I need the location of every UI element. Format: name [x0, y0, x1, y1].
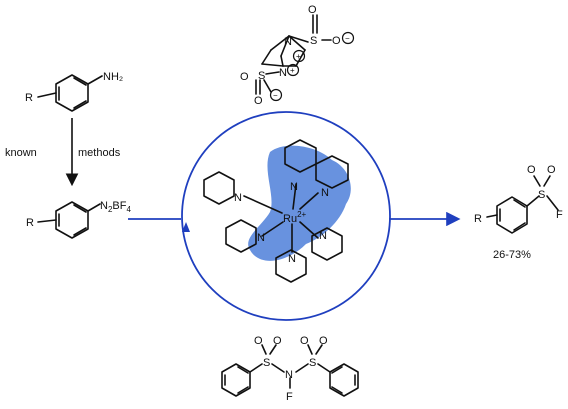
- nfsi-o-2: O: [273, 335, 282, 347]
- product-f-label: F: [556, 209, 563, 221]
- ru-n-lower-left: N: [257, 232, 265, 244]
- product-o-left: O: [527, 164, 536, 176]
- ru-n-lower-right: N: [319, 230, 327, 242]
- step-label-known: known: [5, 147, 37, 159]
- nfsi-o-1: O: [254, 335, 263, 347]
- product-r-label: R: [474, 213, 482, 225]
- aniline-structure: NH₂ R: [25, 71, 123, 112]
- nfsi-reagent: S O O N F S O O: [221, 335, 359, 403]
- sulfonated-dabco-reagent: O S O − N + N + S O O −: [240, 4, 355, 107]
- nfsi-s-left: S: [263, 357, 270, 369]
- aryldiazonium-structure: R N2BF4: [26, 200, 131, 239]
- reagent-top-plus: +: [296, 52, 301, 61]
- ru-n-bottom: N: [288, 253, 296, 265]
- nfsi-s-right: S: [309, 357, 316, 369]
- aniline-nh2-label: NH₂: [103, 71, 123, 83]
- nfsi-o-3: O: [300, 335, 309, 347]
- nfsi-f: F: [286, 391, 293, 403]
- yield-label: 26-73%: [493, 249, 531, 261]
- reagent-bottom-o2: O: [254, 95, 263, 107]
- reagent-top-n: N: [284, 36, 292, 48]
- ru-center-label: Ru2+: [283, 210, 307, 225]
- reagent-bottom-plus: +: [290, 66, 295, 75]
- reagent-top-minus: −: [345, 34, 350, 43]
- catalytic-cycle-circle: [181, 111, 391, 321]
- reagent-top-o2: O: [332, 35, 341, 47]
- nfsi-n: N: [285, 369, 293, 381]
- reagent-top-o: O: [308, 4, 317, 16]
- product-s-label: S: [538, 189, 545, 201]
- sulfonyl-fluoride-product: R S O O F 26-73%: [474, 164, 563, 261]
- reagent-bottom-n: N: [279, 67, 287, 79]
- diazonium-formula: N2BF4: [100, 200, 131, 214]
- ru-bpy-photocatalyst: N N N N N N Ru2+: [203, 139, 351, 283]
- ru-n-top: N: [290, 181, 298, 193]
- step-label-methods: methods: [78, 147, 121, 159]
- reagent-bottom-s: S: [258, 70, 265, 82]
- nfsi-o-4: O: [319, 335, 328, 347]
- reagent-bottom-minus: −: [273, 91, 278, 100]
- reagent-top-s: S: [310, 35, 317, 47]
- ru-n-left: N: [234, 192, 242, 204]
- cycle-direction-arrowhead: [182, 222, 190, 232]
- aniline-r-label: R: [25, 92, 33, 104]
- product-o-right: O: [547, 164, 556, 176]
- diazonium-r-label: R: [26, 217, 34, 229]
- ru-n-top-right: N: [321, 187, 329, 199]
- reagent-bottom-o: O: [240, 71, 249, 83]
- catalyst-highlight: [248, 145, 351, 261]
